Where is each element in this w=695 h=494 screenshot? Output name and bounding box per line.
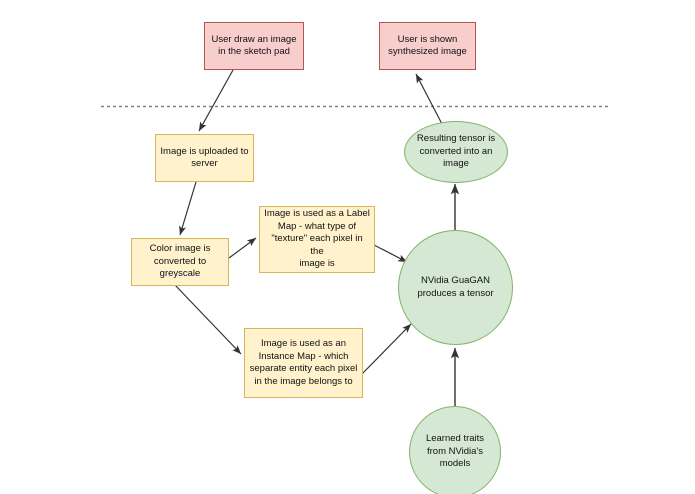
edge-label-map-to-gaugan: [373, 244, 408, 263]
node-user-shown-label: User is shown synthesized image: [388, 33, 467, 58]
node-label-map-label: Image is used as a Label Map - what type…: [264, 208, 370, 270]
node-user-draw-label: User draw an image in the sketch pad: [211, 33, 297, 58]
node-color-to-greyscale[interactable]: Color image is converted to greyscale: [131, 238, 229, 286]
node-image-uploaded-label: Image is uploaded to server: [160, 145, 249, 170]
node-label-map[interactable]: Image is used as a Label Map - what type…: [259, 206, 375, 273]
edge-greyscale-to-label-map: [228, 237, 257, 259]
node-gaugan-label: NVidia GuaGAN produces a tensor: [417, 275, 494, 299]
node-user-shown[interactable]: User is shown synthesized image: [379, 22, 476, 70]
node-image-uploaded[interactable]: Image is uploaded to server: [155, 134, 254, 182]
node-instance-map[interactable]: Image is used as an Instance Map - which…: [244, 328, 363, 398]
edge-tensor-image-to-user-shown: [415, 73, 443, 125]
node-gaugan[interactable]: NVidia GuaGAN produces a tensor: [398, 230, 513, 345]
node-instance-map-label: Image is used as an Instance Map - which…: [249, 338, 358, 387]
node-tensor-to-image-label: Resulting tensor is converted into an im…: [416, 133, 496, 170]
node-learned-traits[interactable]: Learned traits from NVidia's models: [409, 406, 501, 494]
node-color-to-greyscale-label: Color image is converted to greyscale: [149, 243, 211, 280]
node-user-draw[interactable]: User draw an image in the sketch pad: [204, 22, 304, 70]
edge-greyscale-to-instance-map: [174, 284, 242, 355]
node-tensor-to-image[interactable]: Resulting tensor is converted into an im…: [404, 121, 508, 183]
edge-user-draw-to-upload: [198, 69, 234, 132]
edge-instance-map-to-gaugan: [361, 323, 412, 375]
edge-upload-to-greyscale: [179, 181, 197, 236]
node-learned-traits-label: Learned traits from NVidia's models: [425, 433, 485, 470]
